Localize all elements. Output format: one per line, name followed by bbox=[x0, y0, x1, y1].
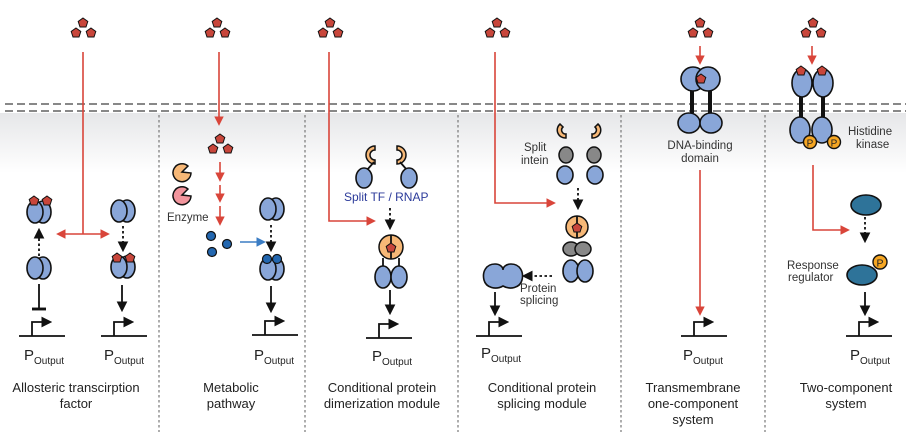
panel-allosteric-tf: POutput POutput Allosteric transcirption… bbox=[12, 17, 147, 411]
intein-label: intein bbox=[521, 155, 549, 167]
metabolite-icon bbox=[261, 253, 273, 265]
ligand-icon bbox=[317, 17, 344, 38]
split-domain-icon bbox=[556, 122, 567, 139]
response-regulator-label: Response bbox=[787, 260, 839, 272]
ligand-icon bbox=[28, 195, 40, 206]
protein-dimer-icon bbox=[259, 197, 285, 221]
ligand-icon bbox=[795, 65, 807, 76]
ligand-icon bbox=[124, 252, 136, 263]
promoter-label: POutput bbox=[850, 347, 890, 367]
dna-binding-domain-icon bbox=[699, 112, 723, 134]
histidine-kinase-label: Histidine bbox=[848, 126, 892, 138]
panel-title: system bbox=[672, 412, 713, 427]
promoter-icon bbox=[681, 322, 727, 336]
promoter-label: POutput bbox=[254, 347, 294, 367]
splicing-label: splicing bbox=[520, 295, 558, 307]
phosphate-icon bbox=[872, 254, 888, 270]
ligand-icon bbox=[41, 195, 53, 206]
promoter-icon bbox=[19, 322, 65, 336]
panel-splicing: Split intein Protein splicing POutput Co… bbox=[476, 17, 604, 411]
kinase-domain-icon bbox=[811, 116, 833, 144]
dbd-label: domain bbox=[681, 153, 719, 165]
enzyme-label: Enzyme bbox=[167, 212, 209, 224]
promoter-label: POutput bbox=[372, 348, 412, 368]
panel-title: Metabolic bbox=[203, 380, 259, 395]
panel-title: system bbox=[825, 396, 866, 411]
kinase-domain-icon bbox=[789, 116, 811, 144]
protein-dimer-icon bbox=[26, 256, 52, 280]
panel-title: Allosteric transcirption bbox=[12, 380, 139, 395]
protein-half-icon bbox=[400, 167, 418, 189]
spliced-protein-icon bbox=[482, 263, 524, 289]
panel-title: Conditional protein bbox=[328, 380, 436, 395]
panel-title: factor bbox=[60, 396, 93, 411]
svg-text:P: P bbox=[831, 139, 838, 150]
protein-half-icon bbox=[586, 165, 604, 185]
dna-binding-domain-icon bbox=[677, 112, 701, 134]
protein-half-icon bbox=[374, 265, 392, 289]
promoter-icon bbox=[476, 322, 522, 336]
split-tf-label: Split TF / RNAP bbox=[344, 190, 428, 204]
signal-arrow bbox=[494, 52, 556, 208]
protein-half-icon bbox=[576, 259, 594, 283]
enzyme-icon bbox=[172, 185, 192, 206]
panel-title: pathway bbox=[207, 396, 256, 411]
ligand-icon bbox=[484, 17, 511, 38]
split-domain-icon bbox=[591, 122, 602, 139]
dbd-label: DNA-binding bbox=[667, 140, 732, 152]
svg-text:P: P bbox=[807, 139, 814, 150]
panel-title: Transmembrane bbox=[646, 380, 741, 395]
split-domain-icon bbox=[365, 145, 376, 165]
promoter-icon bbox=[252, 321, 298, 335]
cytoplasm-shading bbox=[0, 113, 906, 173]
panel-title: Conditional protein bbox=[488, 380, 596, 395]
metabolite-icon bbox=[271, 253, 283, 265]
promoter-icon bbox=[366, 324, 412, 338]
panel-metabolic-pathway: Enzyme POutput Metabolic pathway bbox=[167, 17, 298, 411]
ligand-icon bbox=[111, 252, 123, 263]
enzyme-icon bbox=[172, 162, 192, 183]
response-regulator-icon bbox=[846, 264, 878, 286]
signal-arrow bbox=[812, 165, 850, 235]
promoter-label: POutput bbox=[104, 347, 144, 367]
panel-title: dimerization module bbox=[324, 396, 440, 411]
phosphate-icon bbox=[826, 134, 842, 150]
response-regulator-label: regulator bbox=[788, 272, 834, 284]
metabolite-icon bbox=[206, 246, 218, 258]
promoter-icon bbox=[101, 322, 147, 336]
protein-half-icon bbox=[355, 167, 373, 189]
signal-arrow bbox=[328, 52, 376, 226]
protein-half-icon bbox=[556, 165, 574, 185]
promoter-label: POutput bbox=[683, 347, 723, 367]
protein-dimer-icon bbox=[110, 199, 136, 223]
metabolite-icon bbox=[205, 230, 217, 242]
panel-title: splicing module bbox=[497, 396, 587, 411]
panel-title: Two-component bbox=[800, 380, 893, 395]
intein-icon bbox=[586, 146, 602, 164]
splicing-label: Protein bbox=[520, 283, 556, 295]
promoter-label: POutput bbox=[24, 347, 64, 367]
ligand-icon bbox=[204, 17, 231, 38]
histidine-kinase-label: kinase bbox=[856, 139, 889, 151]
intein-icon bbox=[558, 146, 574, 164]
ligand-icon bbox=[70, 17, 97, 38]
response-regulator-icon bbox=[850, 194, 882, 216]
ligand-icon bbox=[816, 65, 828, 76]
ligand-icon bbox=[800, 17, 827, 38]
phosphate-icon bbox=[802, 134, 818, 150]
svg-text:P: P bbox=[876, 258, 883, 270]
protein-half-icon bbox=[390, 265, 408, 289]
intein-label: Split bbox=[524, 142, 547, 154]
split-domain-icon bbox=[396, 145, 407, 165]
promoter-label: POutput bbox=[481, 345, 521, 365]
promoter-icon bbox=[846, 322, 892, 336]
ligand-icon bbox=[687, 17, 714, 38]
panel-two-component: P P Histidine kinase P Response regulato… bbox=[787, 17, 893, 411]
panel-dimerization: Split TF / RNAP POutput Conditional prot… bbox=[317, 17, 440, 411]
metabolite-icon bbox=[221, 238, 233, 250]
panel-title: one-component bbox=[648, 396, 739, 411]
panel-transmembrane: DNA-binding domain POutput Transmembrane… bbox=[646, 17, 741, 427]
intein-icon bbox=[574, 241, 592, 257]
